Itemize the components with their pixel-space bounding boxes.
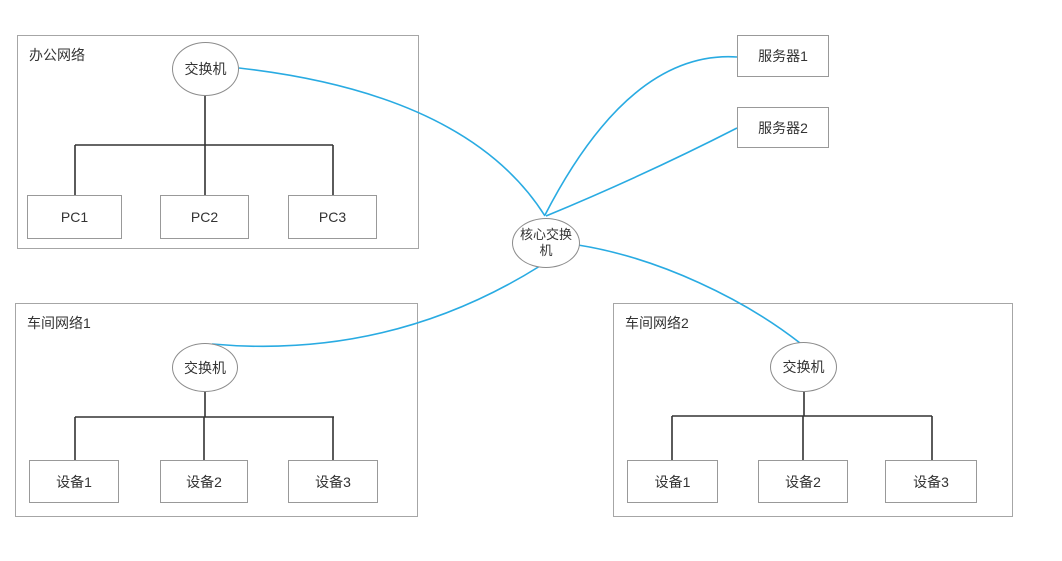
workshop1-tree-lines: [74, 392, 334, 460]
link-office-switch-to-core: [238, 67, 546, 217]
node-workshop1-device2[interactable]: 设备2: [160, 460, 248, 503]
node-pc1[interactable]: PC1: [27, 195, 122, 239]
node-workshop2-device2[interactable]: 设备2: [758, 460, 848, 503]
group-title-workshop1: 车间网络1: [27, 315, 91, 331]
node-workshop1-device3[interactable]: 设备3: [288, 460, 378, 503]
node-workshop1-device1[interactable]: 设备1: [29, 460, 119, 503]
switch-office-label: 交换机: [184, 61, 227, 77]
server1-label: 服务器1: [758, 48, 808, 64]
workshop1-device2-label: 设备2: [186, 473, 222, 490]
group-title-workshop2: 车间网络2: [625, 315, 689, 331]
server2-label: 服务器2: [758, 119, 808, 136]
switch-workshop1-label: 交换机: [184, 359, 226, 376]
workshop2-device1-label: 设备1: [654, 473, 691, 490]
link-core-to-workshop1-switch: [211, 265, 541, 348]
switch-workshop2-label: 交换机: [782, 359, 825, 375]
node-pc2[interactable]: PC2: [160, 195, 249, 239]
node-server2[interactable]: 服务器2: [737, 107, 829, 148]
node-switch-workshop1[interactable]: 交换机: [172, 343, 238, 392]
link-core-to-server1: [544, 55, 738, 216]
node-server1[interactable]: 服务器1: [737, 35, 829, 77]
office-tree-lines: [74, 96, 334, 195]
node-workshop2-device1[interactable]: 设备1: [627, 460, 718, 503]
node-switch-office[interactable]: 交换机: [172, 42, 239, 96]
node-workshop2-device3[interactable]: 设备3: [885, 460, 977, 503]
core-switch-label: 核心交换机: [519, 227, 572, 258]
workshop2-device3-label: 设备3: [913, 473, 949, 490]
node-switch-workshop2[interactable]: 交换机: [770, 342, 837, 392]
node-pc3[interactable]: PC3: [288, 195, 377, 239]
link-core-to-server2: [545, 127, 738, 217]
link-core-to-workshop2-switch: [577, 244, 801, 344]
node-core-switch[interactable]: 核心交换机: [512, 218, 580, 268]
workshop1-device1-label: 设备1: [56, 473, 92, 490]
pc2-label: PC2: [190, 209, 219, 225]
workshop2-device2-label: 设备2: [785, 473, 821, 490]
group-title-office: 办公网络: [29, 47, 85, 63]
pc1-label: PC1: [60, 209, 89, 225]
workshop2-tree-lines: [671, 392, 933, 460]
workshop1-device3-label: 设备3: [315, 473, 351, 490]
pc3-label: PC3: [318, 209, 347, 225]
